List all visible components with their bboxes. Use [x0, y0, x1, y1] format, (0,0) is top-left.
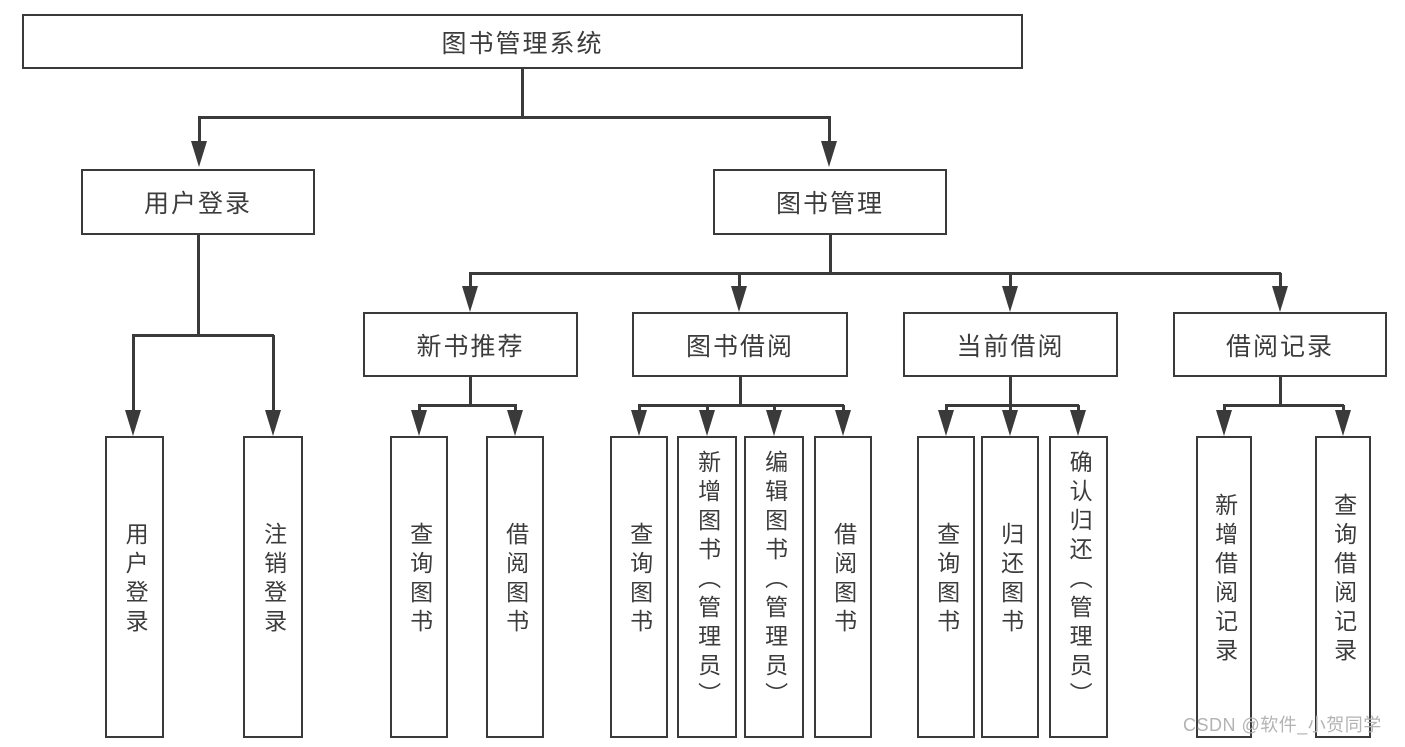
arrow-down-icon — [411, 410, 427, 436]
connector-currentborrow-drop-2 — [1009, 405, 1012, 412]
leaf-logout: 注销登录 — [243, 436, 303, 738]
arrow-down-icon — [835, 410, 851, 436]
connector-currentborrow-bar — [945, 404, 1079, 407]
leaf-confirm-return-admin: 确认归还（管理员） — [1049, 436, 1108, 738]
connector-bookborrow-drop-1 — [638, 405, 641, 412]
leaf-add-books-admin: 新增图书（管理员） — [677, 436, 737, 738]
connector-bookmgmt-drop-1 — [469, 273, 472, 288]
connector-bookborrow-drop-2 — [706, 405, 709, 412]
node-borrow-record: 借阅记录 — [1173, 312, 1387, 377]
leaf-confirm-return-admin-label: 确认归还（管理员） — [1066, 449, 1093, 711]
connector-bookmgmt-bar — [469, 272, 1281, 275]
arrow-down-icon — [1070, 410, 1086, 436]
leaf-current-query-books-label: 查询图书 — [933, 522, 960, 638]
connector-newbook-drop-2 — [514, 405, 517, 412]
leaf-logout-label: 注销登录 — [260, 522, 287, 638]
node-user-login: 用户登录 — [81, 169, 315, 235]
leaf-query-borrow-record: 查询借阅记录 — [1315, 436, 1371, 738]
leaf-borrow-query-books-label: 查询图书 — [626, 522, 653, 638]
leaf-return-books-label: 归还图书 — [997, 522, 1024, 638]
connector-currentborrow-drop-3 — [1077, 405, 1080, 412]
arrow-down-icon — [731, 286, 747, 312]
leaf-newbook-query-books-label: 查询图书 — [406, 522, 433, 638]
leaf-add-borrow-record-label: 新增借阅记录 — [1211, 493, 1238, 667]
connector-bookborrow-bar — [638, 404, 844, 407]
node-user-login-label: 用户登录 — [143, 190, 252, 218]
connector-userlogin-stub — [197, 235, 200, 335]
node-book-borrow-label: 图书借阅 — [685, 332, 794, 361]
leaf-borrow-borrow-books-label: 借阅图书 — [830, 522, 857, 638]
arrow-down-icon — [1335, 410, 1351, 436]
connector-root-bar — [198, 116, 831, 119]
leaf-user-login: 用户登录 — [105, 436, 164, 738]
node-current-borrow-label: 当前借阅 — [956, 332, 1065, 361]
node-borrow-record-label: 借阅记录 — [1225, 332, 1334, 361]
connector-currentborrow-drop-1 — [945, 405, 948, 412]
arrow-down-icon — [1272, 286, 1288, 312]
leaf-current-query-books: 查询图书 — [917, 436, 975, 738]
connector-userlogin-bar — [132, 334, 274, 337]
node-root-label: 图书管理系统 — [441, 29, 604, 58]
arrow-down-icon — [699, 410, 715, 436]
connector-bookmgmt-drop-4 — [1279, 273, 1282, 288]
node-book-borrow: 图书借阅 — [632, 312, 848, 377]
connector-bookborrow-drop-3 — [773, 405, 776, 412]
connector-bookmgmt-drop-3 — [1009, 273, 1012, 288]
watermark-text: CSDN @软件_小贺同学 — [1183, 715, 1382, 735]
arrow-down-icon — [191, 141, 207, 167]
connector-root-drop-left — [198, 117, 201, 143]
connector-bookmgmt-drop-2 — [738, 273, 741, 288]
arrow-down-icon — [265, 410, 281, 436]
arrow-down-icon — [1002, 286, 1018, 312]
connector-borrowrecord-stub — [1279, 377, 1282, 406]
leaf-return-books: 归还图书 — [981, 436, 1039, 738]
leaf-query-borrow-record-label: 查询借阅记录 — [1330, 493, 1357, 667]
connector-bookborrow-drop-4 — [842, 405, 845, 412]
connector-newbook-bar — [418, 404, 517, 407]
node-book-management: 图书管理 — [713, 169, 947, 235]
connector-bookmgmt-stub — [829, 235, 832, 274]
leaf-newbook-borrow-books: 借阅图书 — [486, 436, 544, 738]
arrow-down-icon — [938, 410, 954, 436]
connector-currentborrow-stub — [1009, 377, 1012, 406]
leaf-edit-books-admin-label: 编辑图书（管理员） — [761, 449, 788, 711]
node-new-book-recommend: 新书推荐 — [363, 312, 578, 377]
arrow-down-icon — [631, 410, 647, 436]
connector-root-stub — [521, 69, 524, 118]
connector-root-drop-right — [828, 117, 831, 143]
leaf-add-borrow-record: 新增借阅记录 — [1196, 436, 1252, 738]
connector-borrowrecord-drop-2 — [1342, 405, 1345, 412]
connector-bookborrow-stub — [739, 377, 742, 406]
leaf-add-books-admin-label: 新增图书（管理员） — [694, 449, 721, 711]
leaf-newbook-query-books: 查询图书 — [390, 436, 448, 738]
leaf-borrow-borrow-books: 借阅图书 — [814, 436, 872, 738]
connector-userlogin-drop-1 — [132, 335, 135, 412]
node-current-borrow: 当前借阅 — [903, 312, 1118, 377]
arrow-down-icon — [1002, 410, 1018, 436]
connector-borrowrecord-bar — [1223, 404, 1344, 407]
connector-borrowrecord-drop-1 — [1223, 405, 1226, 412]
arrow-down-icon — [507, 410, 523, 436]
arrow-down-icon — [821, 141, 837, 167]
arrow-down-icon — [462, 286, 478, 312]
leaf-newbook-borrow-books-label: 借阅图书 — [502, 522, 529, 638]
arrow-down-icon — [1216, 410, 1232, 436]
connector-userlogin-drop-2 — [272, 335, 275, 412]
node-new-book-recommend-label: 新书推荐 — [416, 332, 525, 361]
node-root: 图书管理系统 — [22, 14, 1023, 69]
arrow-down-icon — [766, 410, 782, 436]
leaf-user-login-label: 用户登录 — [122, 522, 149, 638]
connector-newbook-stub — [469, 377, 472, 406]
connector-newbook-drop-1 — [418, 405, 421, 412]
leaf-edit-books-admin: 编辑图书（管理员） — [744, 436, 804, 738]
node-book-management-label: 图书管理 — [775, 190, 884, 218]
arrow-down-icon — [125, 410, 141, 436]
leaf-borrow-query-books: 查询图书 — [610, 436, 668, 738]
